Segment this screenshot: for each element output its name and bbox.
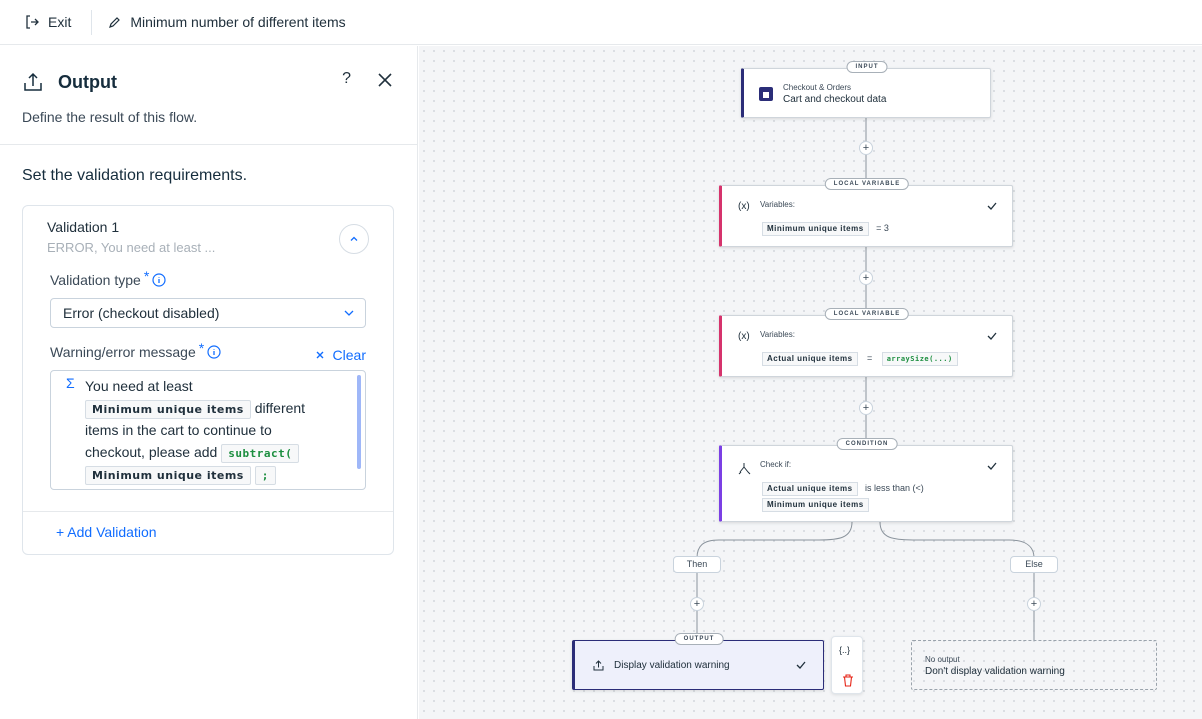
validation-type-label-text: Validation type xyxy=(50,272,141,288)
flow-title-button[interactable]: Minimum number of different items xyxy=(92,14,345,30)
check-icon xyxy=(986,460,998,472)
check-icon xyxy=(986,330,998,342)
variable-tag: Actual unique items xyxy=(762,352,858,366)
info-icon[interactable] xyxy=(207,345,221,359)
validation-type-select[interactable]: Error (checkout disabled) xyxy=(50,298,366,328)
message-label-text: Warning/error message xyxy=(50,344,196,360)
required-marker: * xyxy=(199,340,204,356)
pencil-icon xyxy=(108,16,121,29)
output-panel: Output ? Define the result of this flow.… xyxy=(0,46,418,719)
code-icon[interactable]: {..} xyxy=(839,645,850,655)
info-icon[interactable] xyxy=(152,273,166,287)
validation-name: Validation 1 xyxy=(47,219,119,235)
help-button[interactable]: ? xyxy=(342,70,351,88)
collapse-button[interactable] xyxy=(339,224,369,254)
node-badge: CONDITION xyxy=(837,438,898,450)
variable-tag: Minimum unique items xyxy=(762,222,869,236)
panel-header: Output ? xyxy=(22,68,397,96)
condition-node[interactable]: CONDITION Check if: Actual unique items … xyxy=(719,445,1013,522)
node-actions: {..} xyxy=(831,636,863,694)
add-validation-button[interactable]: + Add Validation xyxy=(56,524,157,540)
variable-icon: (x) xyxy=(738,201,750,212)
else-branch-label[interactable]: Else xyxy=(1010,556,1058,573)
variable-expression: Actual unique items = arraySize(...) xyxy=(762,348,958,366)
add-step-button[interactable]: + xyxy=(1027,597,1041,611)
validation-summary: ERROR, You need at least ... xyxy=(47,240,215,255)
required-marker: * xyxy=(144,268,149,284)
variable-tag[interactable]: Minimum unique items xyxy=(85,466,251,485)
close-icon xyxy=(315,350,325,360)
variable-tag: Minimum unique items xyxy=(762,498,869,512)
panel-divider xyxy=(0,144,417,145)
top-bar: Exit Minimum number of different items xyxy=(0,0,1202,45)
node-title: Don't display validation warning xyxy=(925,666,1065,677)
node-title: Cart and checkout data xyxy=(783,94,886,105)
exit-button[interactable]: Exit xyxy=(0,0,91,44)
chevron-up-icon xyxy=(349,234,359,244)
no-output-node[interactable]: No output Don't display validation warni… xyxy=(911,640,1157,690)
clear-label: Clear xyxy=(333,347,366,363)
exit-icon xyxy=(25,15,39,29)
function-tag: arraySize(...) xyxy=(882,352,958,366)
chevron-down-icon xyxy=(343,307,355,319)
variable-icon: (x) xyxy=(738,331,750,342)
add-step-button[interactable]: + xyxy=(859,401,873,415)
message-label: Warning/error message * xyxy=(50,344,221,360)
condition-right: Minimum unique items xyxy=(762,494,869,512)
check-icon xyxy=(986,200,998,212)
node-badge: INPUT xyxy=(847,61,888,73)
message-content: You need at least Minimum unique items d… xyxy=(85,375,320,485)
message-text: You need at least xyxy=(85,378,193,394)
message-editor[interactable]: Σ You need at least Minimum unique items… xyxy=(50,370,366,490)
operator-label: is less than (<) xyxy=(865,483,924,493)
function-tag[interactable]: subtract( xyxy=(221,444,299,463)
then-branch-label[interactable]: Then xyxy=(673,556,721,573)
assign-value: = xyxy=(867,353,872,363)
output-icon xyxy=(592,659,605,672)
sigma-icon[interactable]: Σ xyxy=(66,375,75,391)
add-step-button[interactable]: + xyxy=(859,141,873,155)
variable-node[interactable]: LOCAL VARIABLE (x) Variables: Minimum un… xyxy=(719,185,1013,247)
node-badge: LOCAL VARIABLE xyxy=(825,308,909,320)
output-node[interactable]: OUTPUT Display validation warning xyxy=(572,640,824,690)
add-step-button[interactable]: + xyxy=(690,597,704,611)
assign-value: = 3 xyxy=(876,223,889,233)
node-title: Display validation warning xyxy=(614,660,730,671)
variable-expression: Minimum unique items = 3 xyxy=(762,218,889,236)
node-category: Checkout & Orders xyxy=(783,83,851,92)
input-node[interactable]: INPUT Checkout & Orders Cart and checkou… xyxy=(741,68,991,118)
card-divider xyxy=(23,511,393,512)
function-tag[interactable]: ; xyxy=(255,466,276,485)
check-icon xyxy=(795,659,807,671)
condition-icon xyxy=(738,462,751,475)
node-badge: OUTPUT xyxy=(675,633,724,645)
flow-connectors xyxy=(419,46,1202,719)
requirements-heading: Set the validation requirements. xyxy=(22,167,247,185)
node-label: Check if: xyxy=(760,460,791,469)
validation-type-label: Validation type * xyxy=(50,272,166,288)
close-icon[interactable] xyxy=(373,68,397,92)
node-label: Variables: xyxy=(760,200,795,209)
node-label: Variables: xyxy=(760,330,795,339)
flow-title: Minimum number of different items xyxy=(130,14,345,30)
add-step-button[interactable]: + xyxy=(859,271,873,285)
node-badge: LOCAL VARIABLE xyxy=(825,178,909,190)
panel-title: Output xyxy=(58,72,117,93)
output-icon xyxy=(22,71,44,93)
clear-button[interactable]: Clear xyxy=(315,347,366,363)
bag-icon xyxy=(758,86,774,102)
scrollbar[interactable] xyxy=(357,375,361,469)
variable-tag[interactable]: Minimum unique items xyxy=(85,400,251,419)
node-label: No output xyxy=(925,655,960,664)
trash-icon[interactable] xyxy=(842,674,854,687)
validation-type-value: Error (checkout disabled) xyxy=(63,305,219,321)
variable-node[interactable]: LOCAL VARIABLE (x) Variables: Actual uni… xyxy=(719,315,1013,377)
validation-card: Validation 1 ERROR, You need at least ..… xyxy=(22,205,394,555)
panel-description: Define the result of this flow. xyxy=(22,109,197,125)
exit-label: Exit xyxy=(48,14,71,30)
flow-canvas[interactable]: INPUT Checkout & Orders Cart and checkou… xyxy=(419,46,1202,719)
